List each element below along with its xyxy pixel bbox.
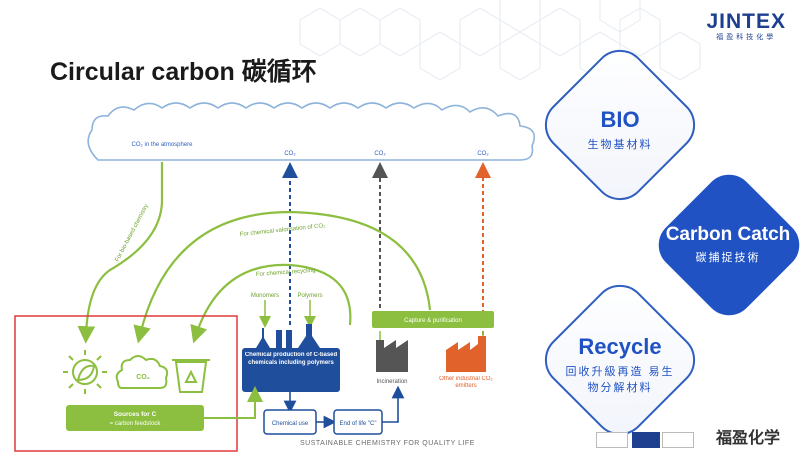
- recycle-diamond: [544, 284, 696, 436]
- cloud-co2-1: CO₂: [284, 151, 296, 157]
- atmosphere-cloud: [87, 102, 536, 161]
- label-polymers: Polymers: [297, 293, 322, 299]
- bio-diamond: [544, 49, 696, 201]
- arrow-chem-recycling: [190, 263, 352, 344]
- chem-production-box: [242, 348, 340, 392]
- logo-subtitle: 福盈科技化學: [716, 34, 777, 41]
- carbon-catch-subtitle: 碳捕捉技術: [695, 252, 761, 264]
- cloud-atmosphere-label-text: CO₂ in the atmosphere: [131, 142, 193, 148]
- recycle-bin-icon: [172, 359, 210, 393]
- cloud-atmosphere-label: CO₂ in the atmosphere: [131, 142, 193, 148]
- chemical-use-label: Chemical use: [272, 421, 309, 427]
- flask-icons: [256, 324, 320, 348]
- sun-leaf-icon: [63, 350, 107, 394]
- carbon-catch-label: Carbon Catch 碳捕捉技術: [648, 215, 800, 275]
- sources-highlight-box: [14, 315, 238, 452]
- sources-line2: = carbon feedstock: [110, 421, 162, 427]
- co2-cloud-icon: CO₂: [115, 355, 169, 389]
- label-incineration: Incineration: [376, 379, 407, 385]
- label-chem-recycling: For chemical recycling: [256, 268, 316, 278]
- arrow-chem-valorisation: [133, 210, 432, 344]
- label-chem-valorisation: For chemical valorisation of CO₂: [240, 223, 327, 238]
- co2-badge: CO₂: [136, 374, 150, 381]
- capture-box-label: Capture & purification: [404, 318, 462, 324]
- sources-box: [66, 405, 204, 431]
- arrow-bio-based: [77, 162, 164, 344]
- incineration-factory-icon: [376, 340, 408, 372]
- cloud-co2-2: CO₂: [374, 151, 386, 157]
- jintex-logo: JINTEX 福盈科技化學: [706, 10, 786, 42]
- recycle-label: Recycle 回收升級再造 易生物分解材料: [545, 330, 695, 400]
- label-monomers: Monomers: [251, 293, 279, 299]
- logo-name: JINTEX: [706, 10, 786, 33]
- bio-subtitle: 生物基材料: [587, 139, 653, 151]
- arrow-sources-to-production: [204, 386, 263, 419]
- partner-logo-1: [596, 432, 628, 448]
- recycle-title: Recycle: [578, 334, 662, 359]
- diamond-shapes: [544, 49, 800, 436]
- cloud-co2-3: CO₂: [477, 151, 489, 157]
- recycle-subtitle: 回收升級再造 易生物分解材料: [565, 366, 675, 394]
- bio-title: BIO: [600, 107, 640, 132]
- capture-box: [372, 311, 494, 328]
- chem-production-label: Chemical production of C-based chemicals…: [244, 352, 338, 366]
- partner-logo-3: [662, 432, 694, 448]
- partner-logo-2: [632, 432, 660, 448]
- page-title: Circular carbon 碳循环: [50, 58, 317, 86]
- label-other-emitters: Other industrial CO₂ emitters: [439, 376, 493, 389]
- sources-line1: Sources for C: [114, 411, 157, 418]
- footer-slogan: SUSTAINABLE CHEMISTRY FOR QUALITY LIFE: [300, 440, 475, 447]
- arrow-eol-to-incineration: [382, 385, 405, 423]
- other-emitters-factory-icon: [446, 336, 486, 372]
- end-of-life-label: End of life "C": [340, 421, 377, 427]
- wechat-watermark: 福盈化学: [715, 430, 780, 447]
- carbon-catch-title: Carbon Catch: [665, 224, 791, 245]
- bio-label: BIO 生物基材料: [560, 100, 680, 160]
- carbon-catch-diamond: [658, 174, 800, 316]
